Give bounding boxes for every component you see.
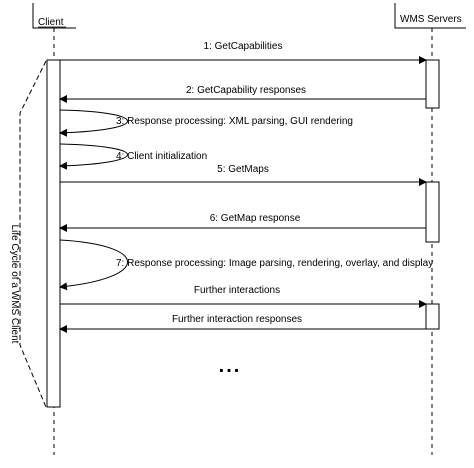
message-4-label: 4: Client initialization bbox=[116, 151, 207, 162]
client-label: Client bbox=[38, 17, 64, 28]
server-activation-bar-1 bbox=[425, 59, 440, 109]
message-5: 5: GetMaps bbox=[60, 164, 427, 186]
lifecycle-label: Life Cycle of a WMS Client bbox=[9, 225, 20, 344]
client-activation-bar bbox=[46, 59, 61, 408]
message-6: 6: GetMap response bbox=[59, 213, 426, 232]
message-further-label: Further interactions bbox=[194, 285, 280, 296]
client-participant: Client bbox=[32, 3, 76, 29]
message-3: 3: Response processing: XML parsing, GUI… bbox=[59, 109, 353, 137]
message-1: 1: GetCapabilities bbox=[60, 41, 427, 64]
message-further: Further interactions bbox=[60, 285, 427, 308]
message-2: 2: GetCapability responses bbox=[59, 85, 426, 103]
server-participant: WMS Servers bbox=[394, 3, 466, 29]
server-label: WMS Servers bbox=[400, 14, 462, 25]
message-4: 4: Client initialization bbox=[59, 143, 207, 170]
message-7: 7: Response processing: Image parsing, r… bbox=[59, 239, 433, 291]
server-activation-bar-2 bbox=[425, 181, 440, 243]
message-7-label: 7: Response processing: Image parsing, r… bbox=[116, 258, 433, 269]
message-6-label: 6: GetMap response bbox=[210, 213, 301, 224]
message-2-label: 2: GetCapability responses bbox=[186, 85, 306, 96]
message-further-response: Further interaction responses bbox=[59, 314, 426, 333]
continuation-ellipsis: ... bbox=[219, 355, 242, 377]
message-3-label: 3: Response processing: XML parsing, GUI… bbox=[116, 116, 353, 127]
message-further-response-label: Further interaction responses bbox=[172, 314, 302, 325]
message-1-label: 1: GetCapabilities bbox=[204, 41, 283, 52]
server-activation-bar-3 bbox=[425, 303, 440, 330]
message-5-label: 5: GetMaps bbox=[217, 164, 269, 175]
lifecycle-bracket bbox=[19, 60, 47, 408]
